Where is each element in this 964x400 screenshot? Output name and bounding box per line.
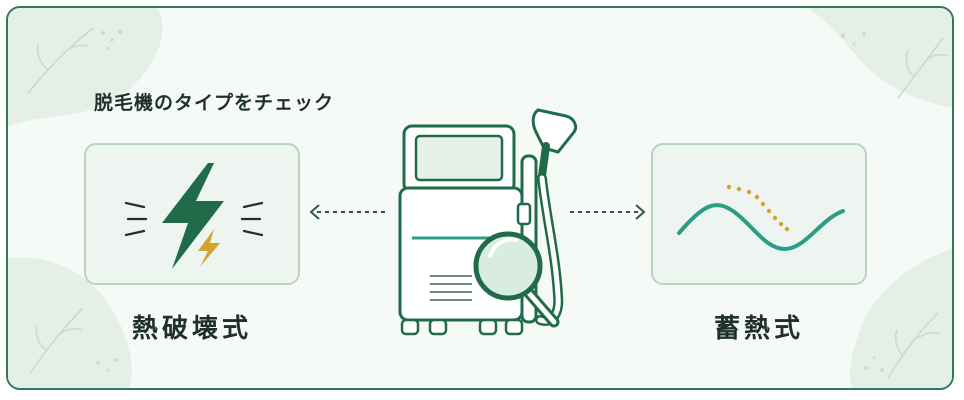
lightning-bolt-icon bbox=[124, 163, 264, 269]
laser-hair-removal-machine-with-magnifier-icon bbox=[398, 108, 578, 336]
heat-wave-icon bbox=[677, 184, 845, 252]
heat-destruction-card bbox=[84, 143, 300, 285]
heat-storage-card bbox=[651, 143, 867, 285]
arrow-left-icon bbox=[309, 204, 385, 220]
heat-destruction-label: 熱破壊式 bbox=[131, 314, 252, 344]
arrow-right-icon bbox=[570, 204, 646, 220]
leaf-decoration bbox=[8, 8, 952, 388]
heat-storage-label: 蓄熱式 bbox=[713, 314, 804, 344]
diagram-heading: 脱毛機のタイプをチェック bbox=[94, 92, 335, 114]
